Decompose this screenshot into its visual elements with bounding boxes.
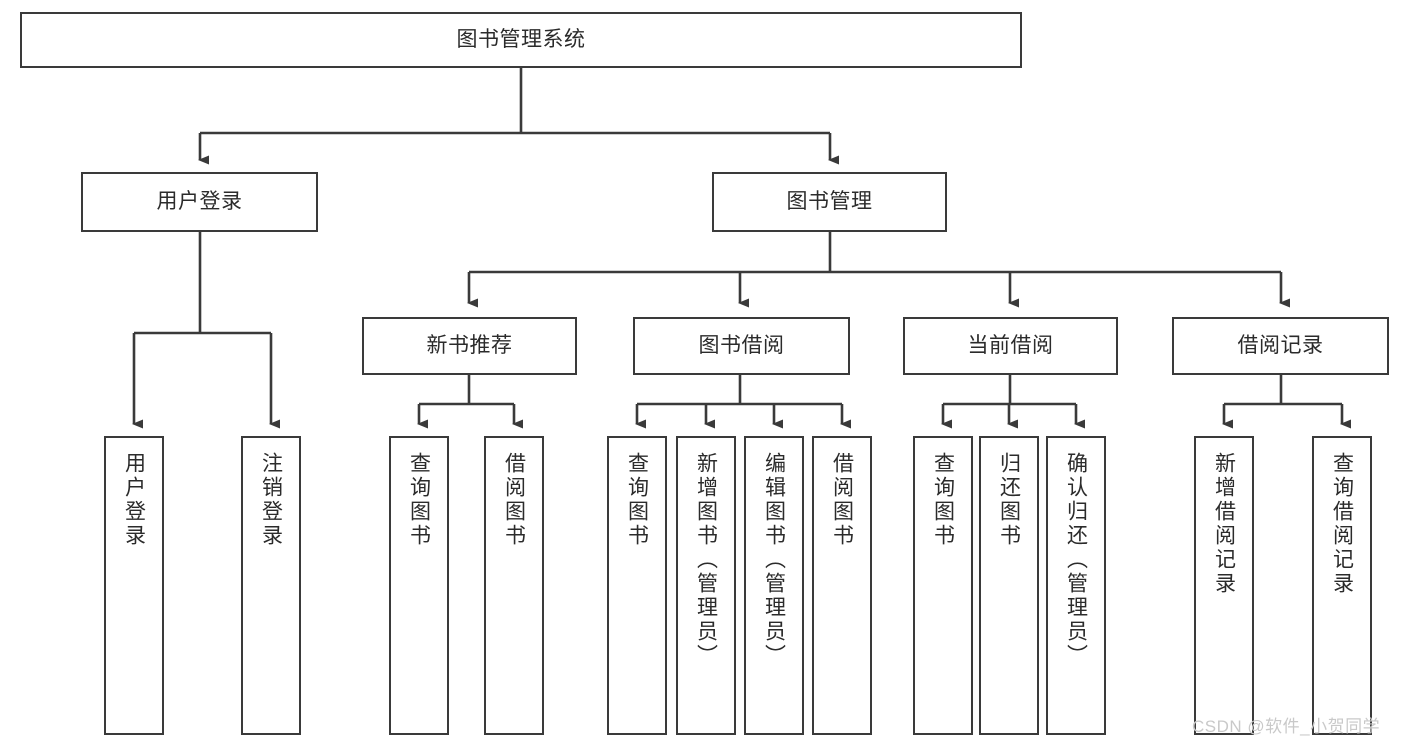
node-root-label: 图书管理系统 bbox=[456, 27, 586, 51]
leaf-edit-book-label: 编辑图书（管理员） bbox=[762, 452, 786, 668]
leaf-query-book-2-label: 查询图书 bbox=[625, 452, 649, 548]
leaf-confirm-return-label: 确认归还（管理员） bbox=[1064, 452, 1088, 668]
node-borrow-record[interactable]: 借阅记录 bbox=[1172, 317, 1389, 375]
node-book-management[interactable]: 图书管理 bbox=[712, 172, 947, 232]
leaf-borrow-book-1[interactable]: 借阅图书 bbox=[484, 436, 544, 735]
leaf-query-book-3-label: 查询图书 bbox=[931, 452, 955, 548]
leaf-return-book[interactable]: 归还图书 bbox=[979, 436, 1039, 735]
node-book-borrow[interactable]: 图书借阅 bbox=[633, 317, 850, 375]
node-new-book-recommend[interactable]: 新书推荐 bbox=[362, 317, 577, 375]
node-user-login-label: 用户登录 bbox=[156, 189, 243, 213]
leaf-add-book-label: 新增图书（管理员） bbox=[694, 452, 718, 668]
node-book-management-label: 图书管理 bbox=[786, 189, 873, 213]
leaf-edit-book[interactable]: 编辑图书（管理员） bbox=[744, 436, 804, 735]
node-current-borrow[interactable]: 当前借阅 bbox=[903, 317, 1118, 375]
node-new-book-recommend-label: 新书推荐 bbox=[426, 333, 513, 357]
leaf-add-book[interactable]: 新增图书（管理员） bbox=[676, 436, 736, 735]
leaf-borrow-book-2-label: 借阅图书 bbox=[830, 452, 854, 548]
node-borrow-record-label: 借阅记录 bbox=[1237, 333, 1324, 357]
leaf-borrow-book-2[interactable]: 借阅图书 bbox=[812, 436, 872, 735]
leaf-query-book-1[interactable]: 查询图书 bbox=[389, 436, 449, 735]
leaf-query-book-1-label: 查询图书 bbox=[407, 452, 431, 548]
leaf-user-login[interactable]: 用户登录 bbox=[104, 436, 164, 735]
leaf-add-record[interactable]: 新增借阅记录 bbox=[1194, 436, 1254, 735]
leaf-query-book-2[interactable]: 查询图书 bbox=[607, 436, 667, 735]
leaf-query-record[interactable]: 查询借阅记录 bbox=[1312, 436, 1372, 735]
node-root[interactable]: 图书管理系统 bbox=[20, 12, 1022, 68]
node-user-login[interactable]: 用户登录 bbox=[81, 172, 318, 232]
leaf-query-record-label: 查询借阅记录 bbox=[1330, 452, 1354, 596]
node-current-borrow-label: 当前借阅 bbox=[967, 333, 1054, 357]
leaf-logout-label: 注销登录 bbox=[259, 452, 283, 548]
leaf-return-book-label: 归还图书 bbox=[997, 452, 1021, 548]
leaf-query-book-3[interactable]: 查询图书 bbox=[913, 436, 973, 735]
leaf-logout[interactable]: 注销登录 bbox=[241, 436, 301, 735]
leaf-borrow-book-1-label: 借阅图书 bbox=[502, 452, 526, 548]
leaf-add-record-label: 新增借阅记录 bbox=[1212, 452, 1236, 596]
leaf-user-login-label: 用户登录 bbox=[122, 452, 146, 548]
leaf-confirm-return[interactable]: 确认归还（管理员） bbox=[1046, 436, 1106, 735]
node-book-borrow-label: 图书借阅 bbox=[698, 333, 785, 357]
